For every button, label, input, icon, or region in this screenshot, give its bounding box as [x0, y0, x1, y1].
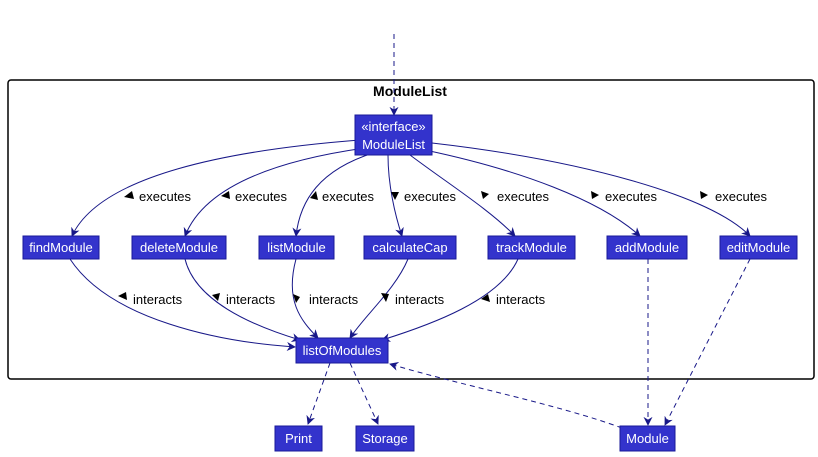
edge-list-to-print: [306, 362, 331, 425]
print-box: [274, 425, 323, 452]
command-box-track: [487, 235, 576, 260]
label-arrow-interacts-list: [293, 294, 300, 303]
interface-stereotype: «interface»: [361, 119, 425, 134]
edge-executes-delete: [183, 147, 366, 237]
command-box-delete: [131, 235, 227, 260]
module-label: Module: [626, 431, 669, 446]
edge-list-to-storage: [349, 362, 379, 425]
edge-executes-add: [424, 149, 641, 237]
label-arrow-interacts-delete: [212, 293, 220, 301]
label-executes-find: executes: [139, 189, 192, 204]
command-node-delete[interactable]: deleteModule: [131, 235, 227, 260]
list-of-modules-label: listOfModules: [303, 343, 382, 358]
label-arrow-interacts-track: [481, 294, 490, 302]
external-node-module[interactable]: Module: [619, 425, 676, 452]
command-label-edit: editModule: [727, 240, 791, 255]
command-label-add: addModule: [615, 240, 679, 255]
package-frame: ModuleList: [7, 79, 815, 380]
edge-interacts-delete: [184, 258, 301, 342]
label-executes-add: executes: [605, 189, 658, 204]
package-title: ModuleList: [373, 83, 447, 99]
command-node-list[interactable]: listModule: [258, 235, 335, 260]
list-of-modules-node[interactable]: listOfModules: [295, 337, 389, 364]
label-executes-track: executes: [497, 189, 550, 204]
command-box-list: [258, 235, 335, 260]
command-node-cap[interactable]: calculateCap: [363, 235, 457, 260]
label-arrow-find: [124, 191, 134, 199]
label-arrow-add: [591, 191, 599, 199]
label-interacts-list: interacts: [309, 292, 359, 307]
edge-executes-edit: [431, 142, 751, 237]
label-arrow-delete: [221, 191, 230, 199]
interacts-edges: [69, 258, 519, 351]
dependency-edges: [306, 258, 751, 429]
label-interacts-find: interacts: [133, 292, 183, 307]
storage-label: Storage: [362, 431, 408, 446]
storage-box: [355, 425, 415, 452]
module-box: [619, 425, 676, 452]
label-arrow-cap: [391, 192, 399, 200]
command-label-delete: deleteModule: [140, 240, 218, 255]
executes-edges: [71, 139, 751, 237]
label-arrow-track: [481, 191, 489, 199]
edge-interacts-find: [69, 258, 296, 351]
command-label-track: trackModule: [496, 240, 567, 255]
command-box-find: [22, 235, 100, 260]
command-label-cap: calculateCap: [372, 240, 447, 255]
interface-name: ModuleList: [362, 137, 425, 152]
executes-labels: executes executes executes executes exec…: [124, 189, 768, 204]
print-label: Print: [285, 431, 312, 446]
command-node-track[interactable]: trackModule: [487, 235, 576, 260]
external-node-print[interactable]: Print: [274, 425, 323, 452]
interface-node-box: [354, 114, 433, 156]
edge-interacts-track: [381, 258, 519, 342]
command-label-list: listModule: [267, 240, 326, 255]
label-interacts-delete: interacts: [226, 292, 276, 307]
label-interacts-track: interacts: [496, 292, 546, 307]
label-arrow-edit: [700, 191, 708, 199]
edge-executes-cap: [387, 154, 404, 237]
label-interacts-cap: interacts: [395, 292, 445, 307]
edge-executes-track: [409, 154, 516, 237]
edge-edit-to-module: [664, 258, 751, 426]
command-node-find[interactable]: findModule: [22, 235, 100, 260]
command-node-edit[interactable]: editModule: [719, 235, 798, 260]
command-box-add: [606, 235, 688, 260]
label-executes-cap: executes: [404, 189, 457, 204]
interface-node[interactable]: «interface» ModuleList: [354, 114, 433, 156]
edge-executes-find: [71, 139, 361, 237]
command-label-find: findModule: [29, 240, 93, 255]
edge-module-to-list: [389, 362, 623, 429]
label-executes-list: executes: [322, 189, 375, 204]
label-arrow-list: [310, 191, 318, 200]
label-arrow-interacts-find: [118, 292, 127, 300]
command-node-add[interactable]: addModule: [606, 235, 688, 260]
command-box-cap: [363, 235, 457, 260]
label-arrow-interacts-cap: [381, 293, 389, 302]
external-node-storage[interactable]: Storage: [355, 425, 415, 452]
edge-interacts-list: [291, 258, 319, 339]
edge-interacts-cap: [349, 258, 409, 339]
interacts-labels: interacts interacts interacts interacts …: [118, 292, 546, 307]
command-box-edit: [719, 235, 798, 260]
list-of-modules-box: [295, 337, 389, 364]
package-border: [7, 79, 815, 380]
label-executes-edit: executes: [715, 189, 768, 204]
edge-executes-list: [292, 152, 374, 237]
label-executes-delete: executes: [235, 189, 288, 204]
